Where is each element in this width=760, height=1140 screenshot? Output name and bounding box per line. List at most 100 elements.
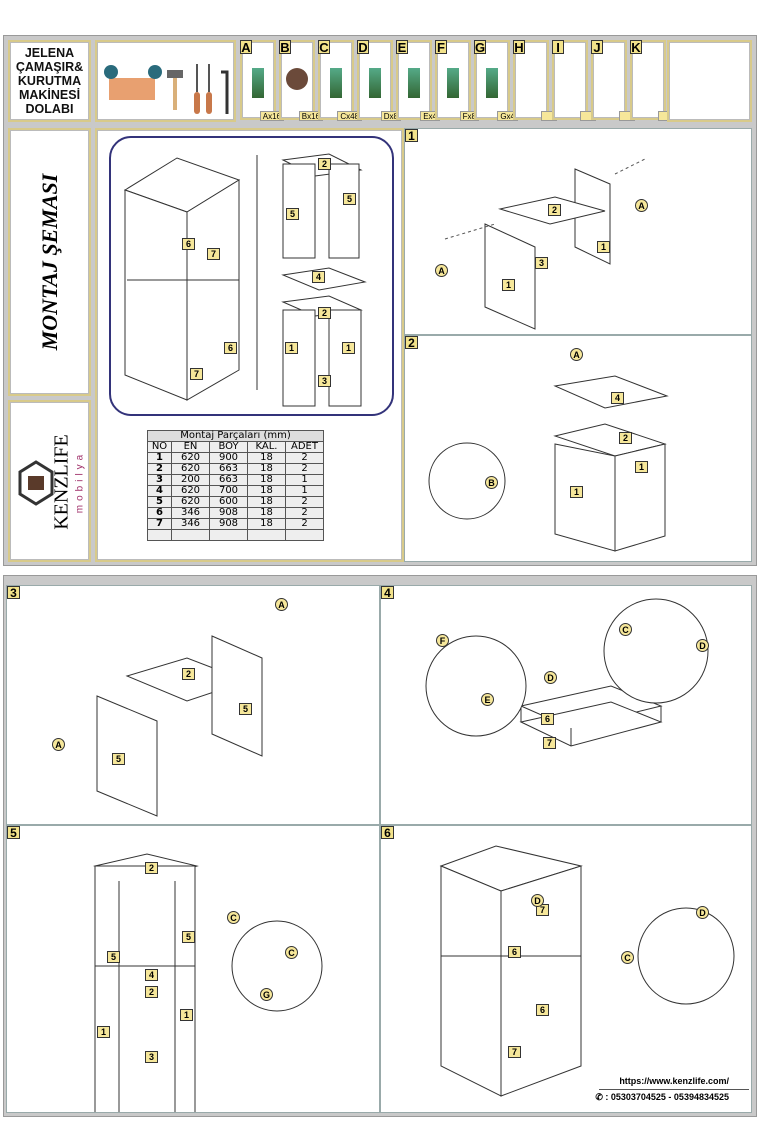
hardware-H: H [513, 40, 557, 121]
table-cell: 2 [285, 463, 324, 475]
hardware-letter: C [318, 40, 330, 55]
table-cell: 663 [209, 474, 248, 486]
hardware-callout: B [485, 476, 498, 489]
hardware-callout: C [621, 951, 634, 964]
hardware-callout: A [52, 738, 65, 751]
step-number: 2 [405, 336, 418, 349]
table-cell: 620 [171, 496, 210, 508]
table-cell: 18 [247, 474, 286, 486]
part-label: 4 [611, 392, 624, 404]
part-label: 5 [107, 951, 120, 963]
part-label: 4 [312, 271, 325, 283]
hardware-letter: H [513, 40, 525, 55]
part-label: 1 [97, 1026, 110, 1038]
table-cell: 5 [147, 496, 172, 508]
part-label: 1 [597, 241, 610, 253]
table-cell: 2 [285, 518, 324, 530]
part-label: 7 [536, 904, 549, 916]
table-cell: 2 [285, 507, 324, 519]
hardware-callout: A [435, 264, 448, 277]
step-number: 6 [381, 826, 394, 839]
part-label: 1 [570, 486, 583, 498]
step-diagram [96, 635, 263, 817]
hardware-letter: E [396, 40, 408, 55]
part-label: 7 [543, 737, 556, 749]
part-label: 6 [508, 946, 521, 958]
phone-numbers: ✆ : 05303704525 - 05394834525 [595, 1092, 729, 1103]
hardware-callout: A [570, 348, 583, 361]
blank-box [667, 40, 752, 122]
column-header: ADET [285, 441, 324, 453]
hardware-callout: A [635, 199, 648, 212]
overview-frame [109, 136, 394, 416]
step-number: 4 [381, 586, 394, 599]
short-screw-icon [330, 68, 342, 98]
table-cell: 18 [247, 496, 286, 508]
vertical-title-box: MONTAJ ŞEMASI [8, 128, 91, 396]
part-label: 2 [182, 668, 195, 680]
table-cell: 908 [209, 518, 248, 530]
tools-illustration [95, 40, 236, 122]
table-cell: 620 [171, 485, 210, 497]
hardware-callout: C [619, 623, 632, 636]
part-label: 5 [286, 208, 299, 220]
part-label: 2 [318, 307, 331, 319]
table-cell: 1 [147, 452, 172, 464]
product-title-text: JELENA ÇAMAŞIR& KURUTMA MAKİNESİ DOLABI [15, 46, 84, 116]
column-header: KAL. [247, 441, 286, 453]
step-number: 3 [7, 586, 20, 599]
hinge-icon [369, 68, 381, 98]
part-label: 6 [541, 713, 554, 725]
table-cell: 908 [209, 507, 248, 519]
step-2-panel: 2 4 2 1 1 A B [404, 335, 752, 562]
hardware-callout: C [227, 911, 240, 924]
table-cell: 346 [171, 518, 210, 530]
vertical-title: MONTAJ ŞEMASI [36, 173, 62, 351]
hardware-letter: F [435, 40, 447, 54]
hardware-callout: E [481, 693, 494, 706]
part-label: 7 [207, 248, 220, 260]
part-label: 2 [619, 432, 632, 444]
column-header: EN [171, 441, 210, 453]
phone-text: : 05303704525 - 05394834525 [605, 1092, 729, 1102]
hardware-callout: G [260, 988, 273, 1001]
part-label: 5 [182, 931, 195, 943]
connector-icon [486, 68, 498, 98]
foot-icon [408, 68, 420, 98]
table-cell: 7 [147, 518, 172, 530]
website-url[interactable]: https://www.kenzlife.com/ [619, 1076, 729, 1086]
step-diagram [425, 598, 709, 747]
part-label: 1 [180, 1009, 193, 1021]
hardware-J: J [591, 40, 635, 121]
part-label: 5 [343, 193, 356, 205]
part-label: 7 [190, 368, 203, 380]
table-cell: 18 [247, 485, 286, 497]
cabinet-overview-diagram [123, 153, 367, 407]
part-label: 3 [145, 1051, 158, 1063]
tools-icon [104, 64, 229, 114]
brand-logo: KENZLIFE mobilya [8, 400, 91, 562]
part-label: 1 [635, 461, 648, 473]
part-label: 2 [548, 204, 561, 216]
table-cell: 1 [285, 485, 324, 497]
table-cell: 1 [285, 474, 324, 486]
part-label: 2 [145, 862, 158, 874]
table-cell: 3 [147, 474, 172, 486]
part-label: 2 [145, 986, 158, 998]
step-diagram [93, 853, 323, 1112]
hardware-letter: A [240, 40, 252, 55]
table-caption: Montaj Parçaları (mm) [147, 430, 324, 442]
table-cell: 2 [285, 496, 324, 508]
table-cell: 346 [171, 507, 210, 519]
part-label: 7 [508, 1046, 521, 1058]
brand-name: KENZLIFE [50, 434, 73, 530]
hardware-callout: D [696, 906, 709, 919]
